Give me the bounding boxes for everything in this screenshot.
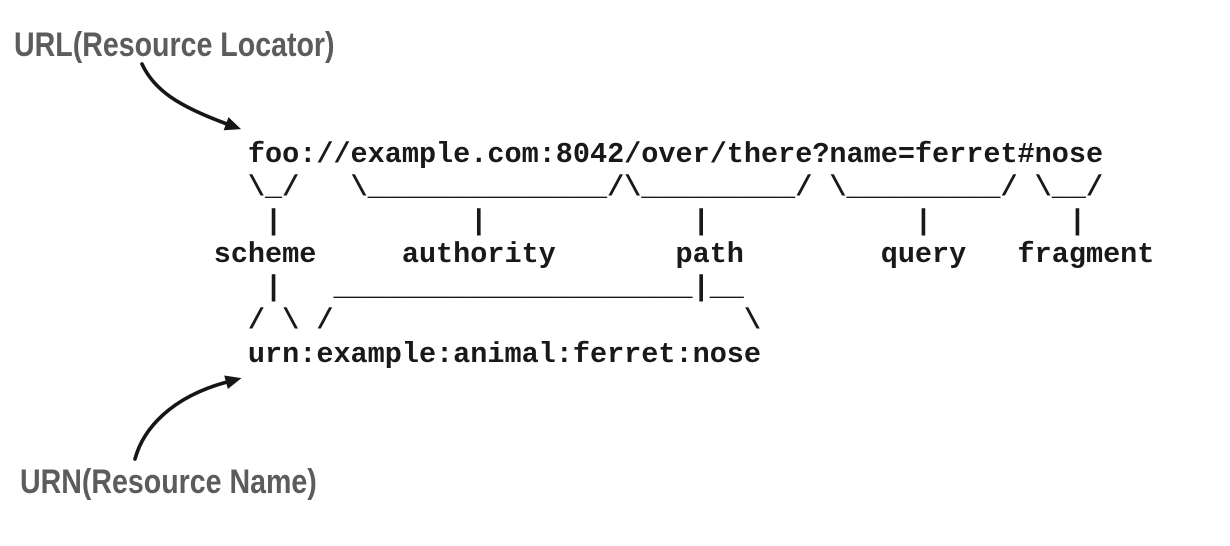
url-arrow [140,62,242,131]
ascii-row-braces-top: \_/ \______________/\_________/ \_______… [94,171,1104,205]
urn-arrow [133,375,242,461]
ascii-row-connector: | _____________________|__ [94,271,744,305]
ascii-row-uri-example: foo://example.com:8042/over/there?name=f… [94,138,1104,171]
ascii-row-urn-example: urn:example:animal:ferret:nose [94,337,762,371]
ascii-row-braces-bottom: / \ / \ [94,304,762,338]
urn-label: URN(Resource Name) [20,463,317,501]
ascii-row-component-labels: scheme authority path query fragment [94,237,1155,271]
url-label: URL(Resource Locator) [14,26,335,64]
ascii-row-pointer-lines: | | | | | [94,204,1086,238]
ascii-art-figure: foo://example.com:8042/over/there?name=f… [94,138,1155,371]
